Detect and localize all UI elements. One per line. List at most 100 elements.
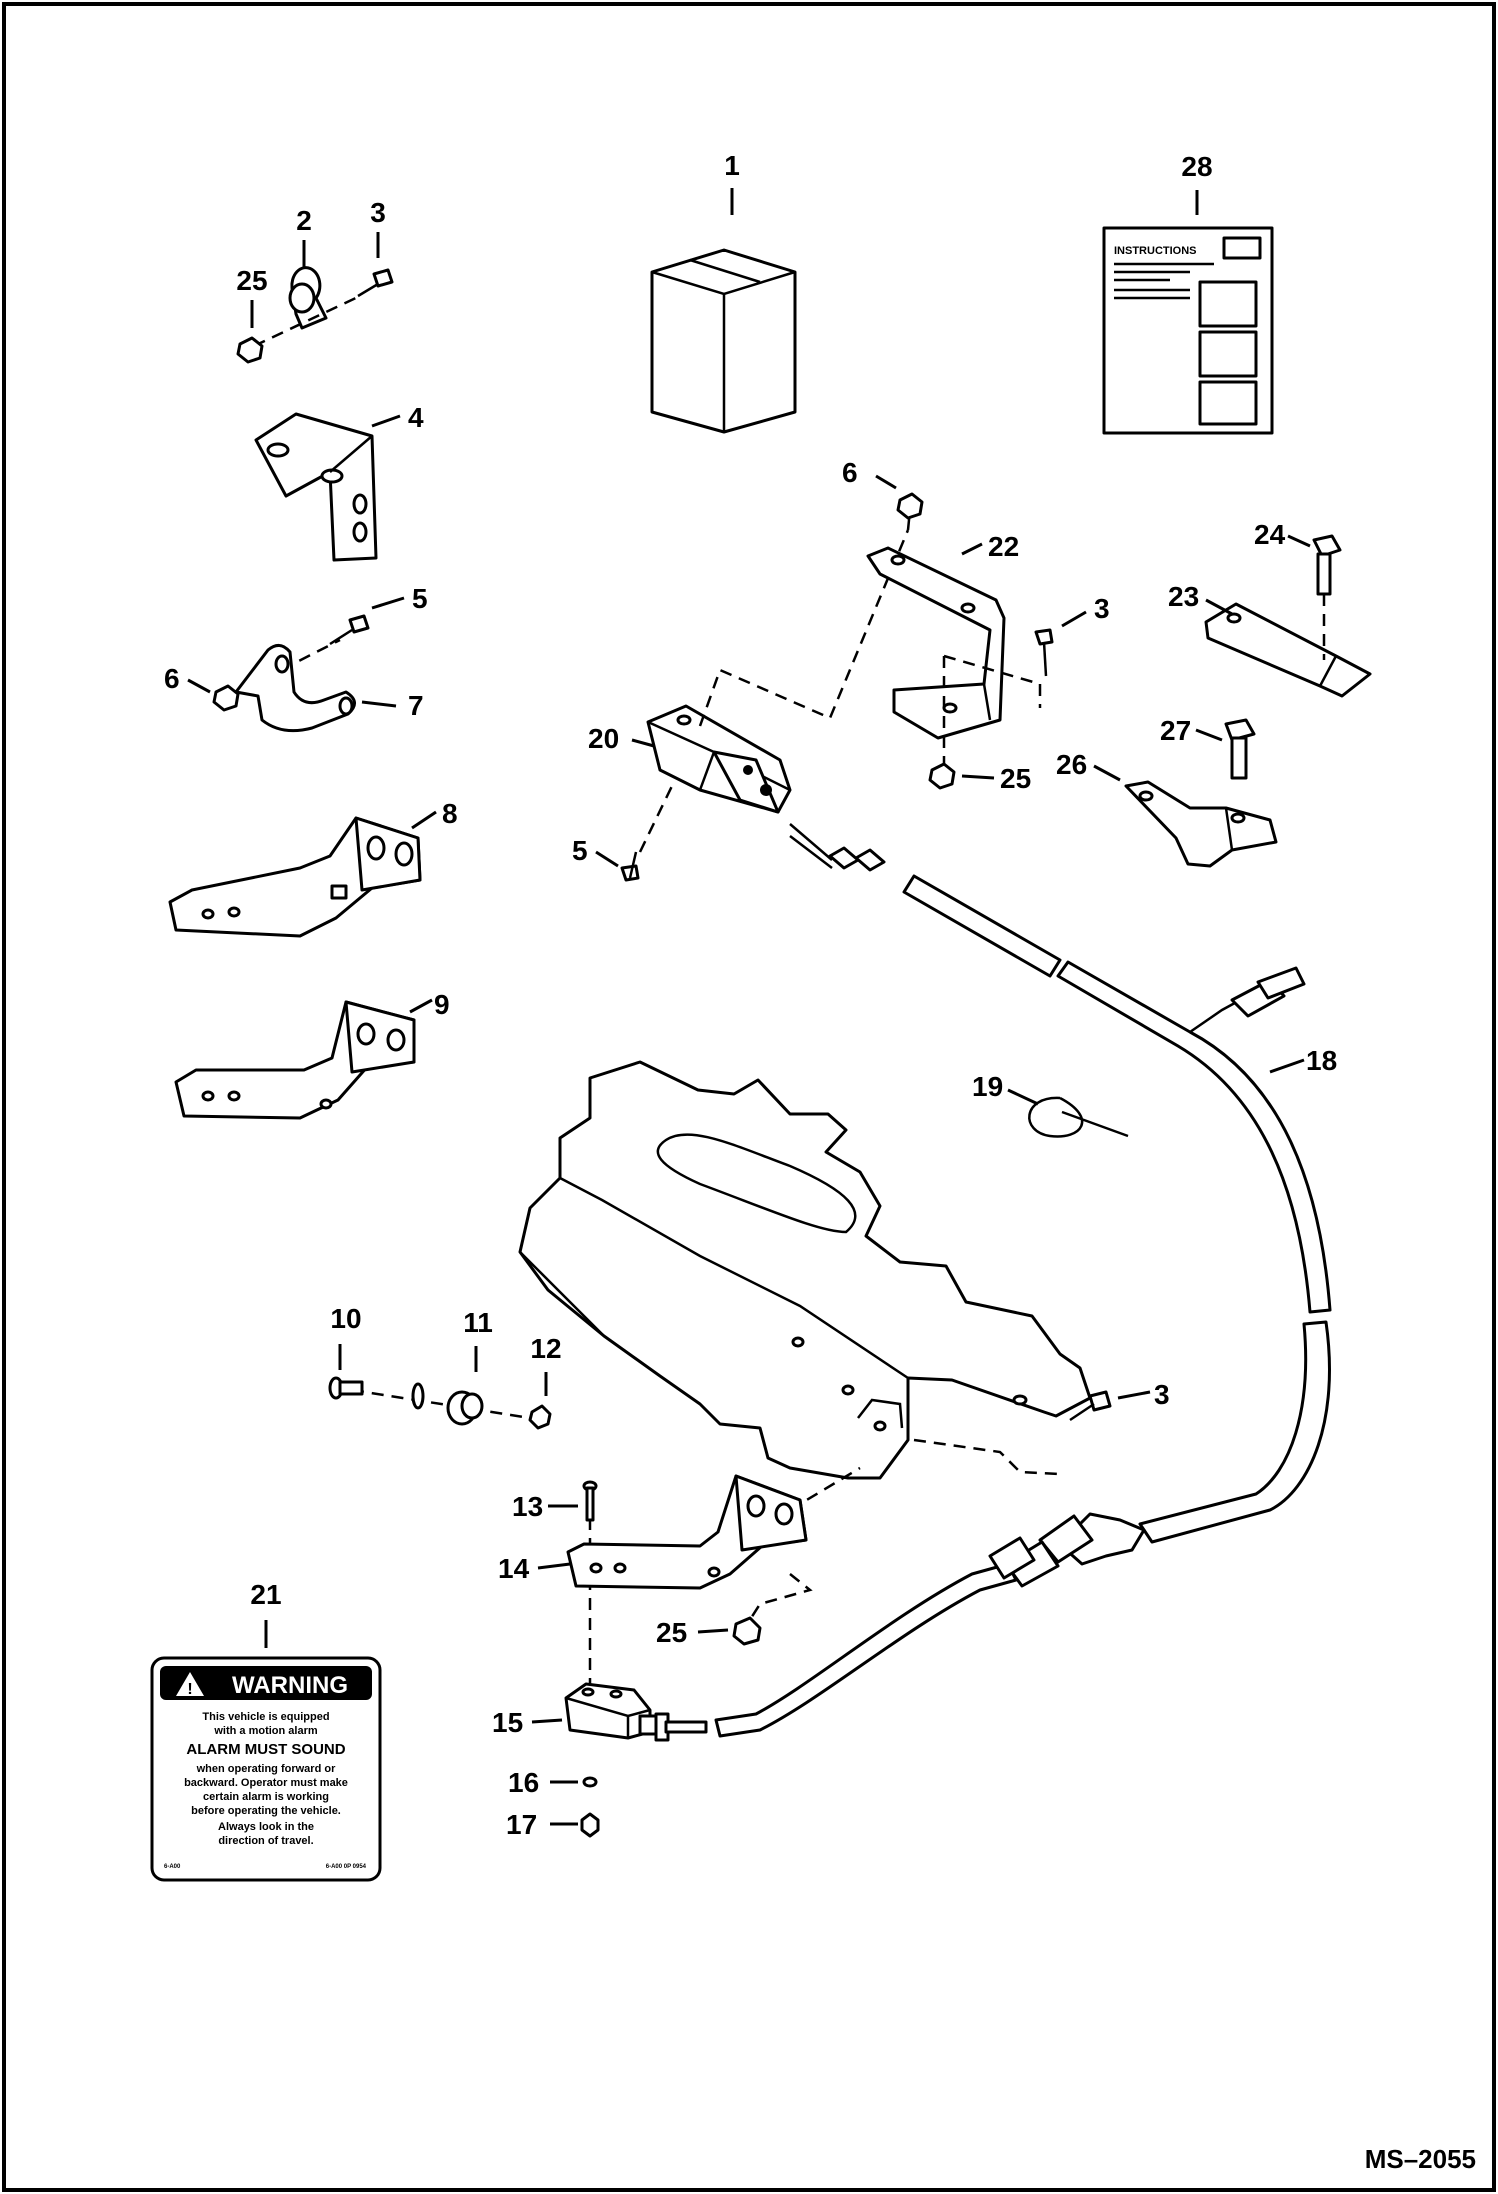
svg-text:!: ! <box>187 1681 192 1698</box>
instructions-title: INSTRUCTIONS <box>1114 245 1197 257</box>
warning-line-6: certain alarm is working <box>203 1791 329 1803</box>
callout-17: 17 <box>506 1809 537 1840</box>
leader-25b <box>961 774 995 780</box>
assembly-line-25-14 <box>744 1573 813 1627</box>
callout-14: 14 <box>498 1553 530 1584</box>
part-23-plate <box>1204 602 1372 698</box>
part-24-bolt <box>1312 534 1342 596</box>
part-27-bolt <box>1224 718 1256 780</box>
callout-6-left: 6 <box>164 663 180 694</box>
part-25-nut-top <box>236 336 264 364</box>
warning-line-9: direction of travel. <box>218 1835 313 1847</box>
leader-20 <box>631 738 655 748</box>
callout-22: 22 <box>988 531 1019 562</box>
warning-line-7: before operating the vehicle. <box>191 1805 341 1817</box>
callout-5-center: 5 <box>572 835 588 866</box>
callout-9: 9 <box>434 989 450 1020</box>
part-21-warning-decal: ! WARNING This vehicle is equipped with … <box>150 1656 382 1882</box>
assembly-line-6-22 <box>906 509 912 531</box>
part-6-nut-left <box>212 684 240 712</box>
part-25-nut-bottom <box>732 1616 762 1646</box>
part-25-nut-center <box>928 762 956 790</box>
assembly-line-3-22 <box>943 654 1042 708</box>
callout-15: 15 <box>492 1707 523 1738</box>
callout-26: 26 <box>1056 749 1087 780</box>
callout-23: 23 <box>1168 581 1199 612</box>
warning-triangle-icon <box>176 1672 204 1696</box>
assembly-line-10-12 <box>351 1388 531 1420</box>
callout-10: 10 <box>330 1303 361 1334</box>
part-washer <box>411 1382 425 1410</box>
leader-5b <box>595 850 619 868</box>
part-15-switch <box>564 1682 708 1742</box>
leader-9 <box>409 998 433 1014</box>
assembly-line-14-frame <box>789 1466 861 1512</box>
drawing-reference: MS–2055 <box>1365 2144 1476 2174</box>
leader-15 <box>531 1718 563 1724</box>
callout-3-right: 3 <box>1094 593 1110 624</box>
leader-6a <box>187 678 211 694</box>
leader-27 <box>1195 728 1223 742</box>
callout-28: 28 <box>1181 151 1212 182</box>
warning-footer-left: 6-A00 <box>164 1864 181 1870</box>
leader-8 <box>411 810 437 830</box>
part-8-bracket <box>168 816 422 938</box>
callout-11: 11 <box>463 1307 493 1338</box>
part-14-bracket <box>566 1474 808 1590</box>
part-13-screw <box>582 1480 598 1522</box>
part-5-screw-left <box>329 614 370 646</box>
leader-19 <box>1007 1088 1039 1106</box>
part-11-spacer <box>446 1390 484 1426</box>
leader-14 <box>537 1562 571 1570</box>
callout-25-bottom: 25 <box>656 1617 687 1648</box>
callout-25-top: 25 <box>236 265 267 296</box>
warning-line-4: when operating forward or <box>196 1763 336 1775</box>
part-18-harness <box>714 823 1332 1738</box>
part-26-bracket <box>1124 780 1278 868</box>
callout-7: 7 <box>408 690 424 721</box>
leader-23 <box>1205 598 1233 616</box>
leader-18 <box>1269 1058 1305 1074</box>
callout-19: 19 <box>972 1071 1003 1102</box>
callout-6-center: 6 <box>842 457 858 488</box>
leader-6b <box>875 474 897 490</box>
callout-25-center: 25 <box>1000 763 1031 794</box>
callout-3-top: 3 <box>370 197 386 228</box>
leader-7 <box>361 700 397 708</box>
part-1-box <box>650 248 797 434</box>
callout-21: 21 <box>250 1579 281 1610</box>
leader-5a <box>371 596 405 610</box>
assembly-line-3-frame <box>913 1438 1061 1476</box>
part-16-washer <box>582 1776 598 1788</box>
callout-18: 18 <box>1306 1045 1337 1076</box>
part-7-clamp <box>234 644 356 733</box>
part-5-screw-center <box>620 851 640 882</box>
callout-5-left: 5 <box>412 583 428 614</box>
part-2-clip <box>288 266 328 330</box>
warning-line-2: with a motion alarm <box>213 1725 318 1737</box>
warning-header <box>160 1666 372 1700</box>
assembly-line-5-20 <box>638 785 674 853</box>
leader-4 <box>371 414 401 428</box>
warning-title: WARNING <box>232 1672 348 1699</box>
callout-20: 20 <box>588 723 619 754</box>
part-9-bracket <box>174 1000 416 1120</box>
callout-16: 16 <box>508 1767 539 1798</box>
part-19-tie-strap <box>1028 1096 1129 1138</box>
callout-3-bottom: 3 <box>1154 1379 1170 1410</box>
part-22-bracket <box>866 546 1006 740</box>
callout-12: 12 <box>530 1333 561 1364</box>
part-3-screw-right <box>1034 628 1054 677</box>
frame-reference <box>518 1060 1092 1480</box>
part-10-bolt <box>328 1376 364 1400</box>
leader-22 <box>961 542 983 556</box>
part-17-nut <box>580 1812 600 1838</box>
callout-24: 24 <box>1254 519 1286 550</box>
leader-26 <box>1093 764 1121 782</box>
callout-13: 13 <box>512 1491 543 1522</box>
leader-25c <box>697 1628 729 1634</box>
callout-1: 1 <box>724 150 740 181</box>
part-20-alarm <box>646 704 792 814</box>
